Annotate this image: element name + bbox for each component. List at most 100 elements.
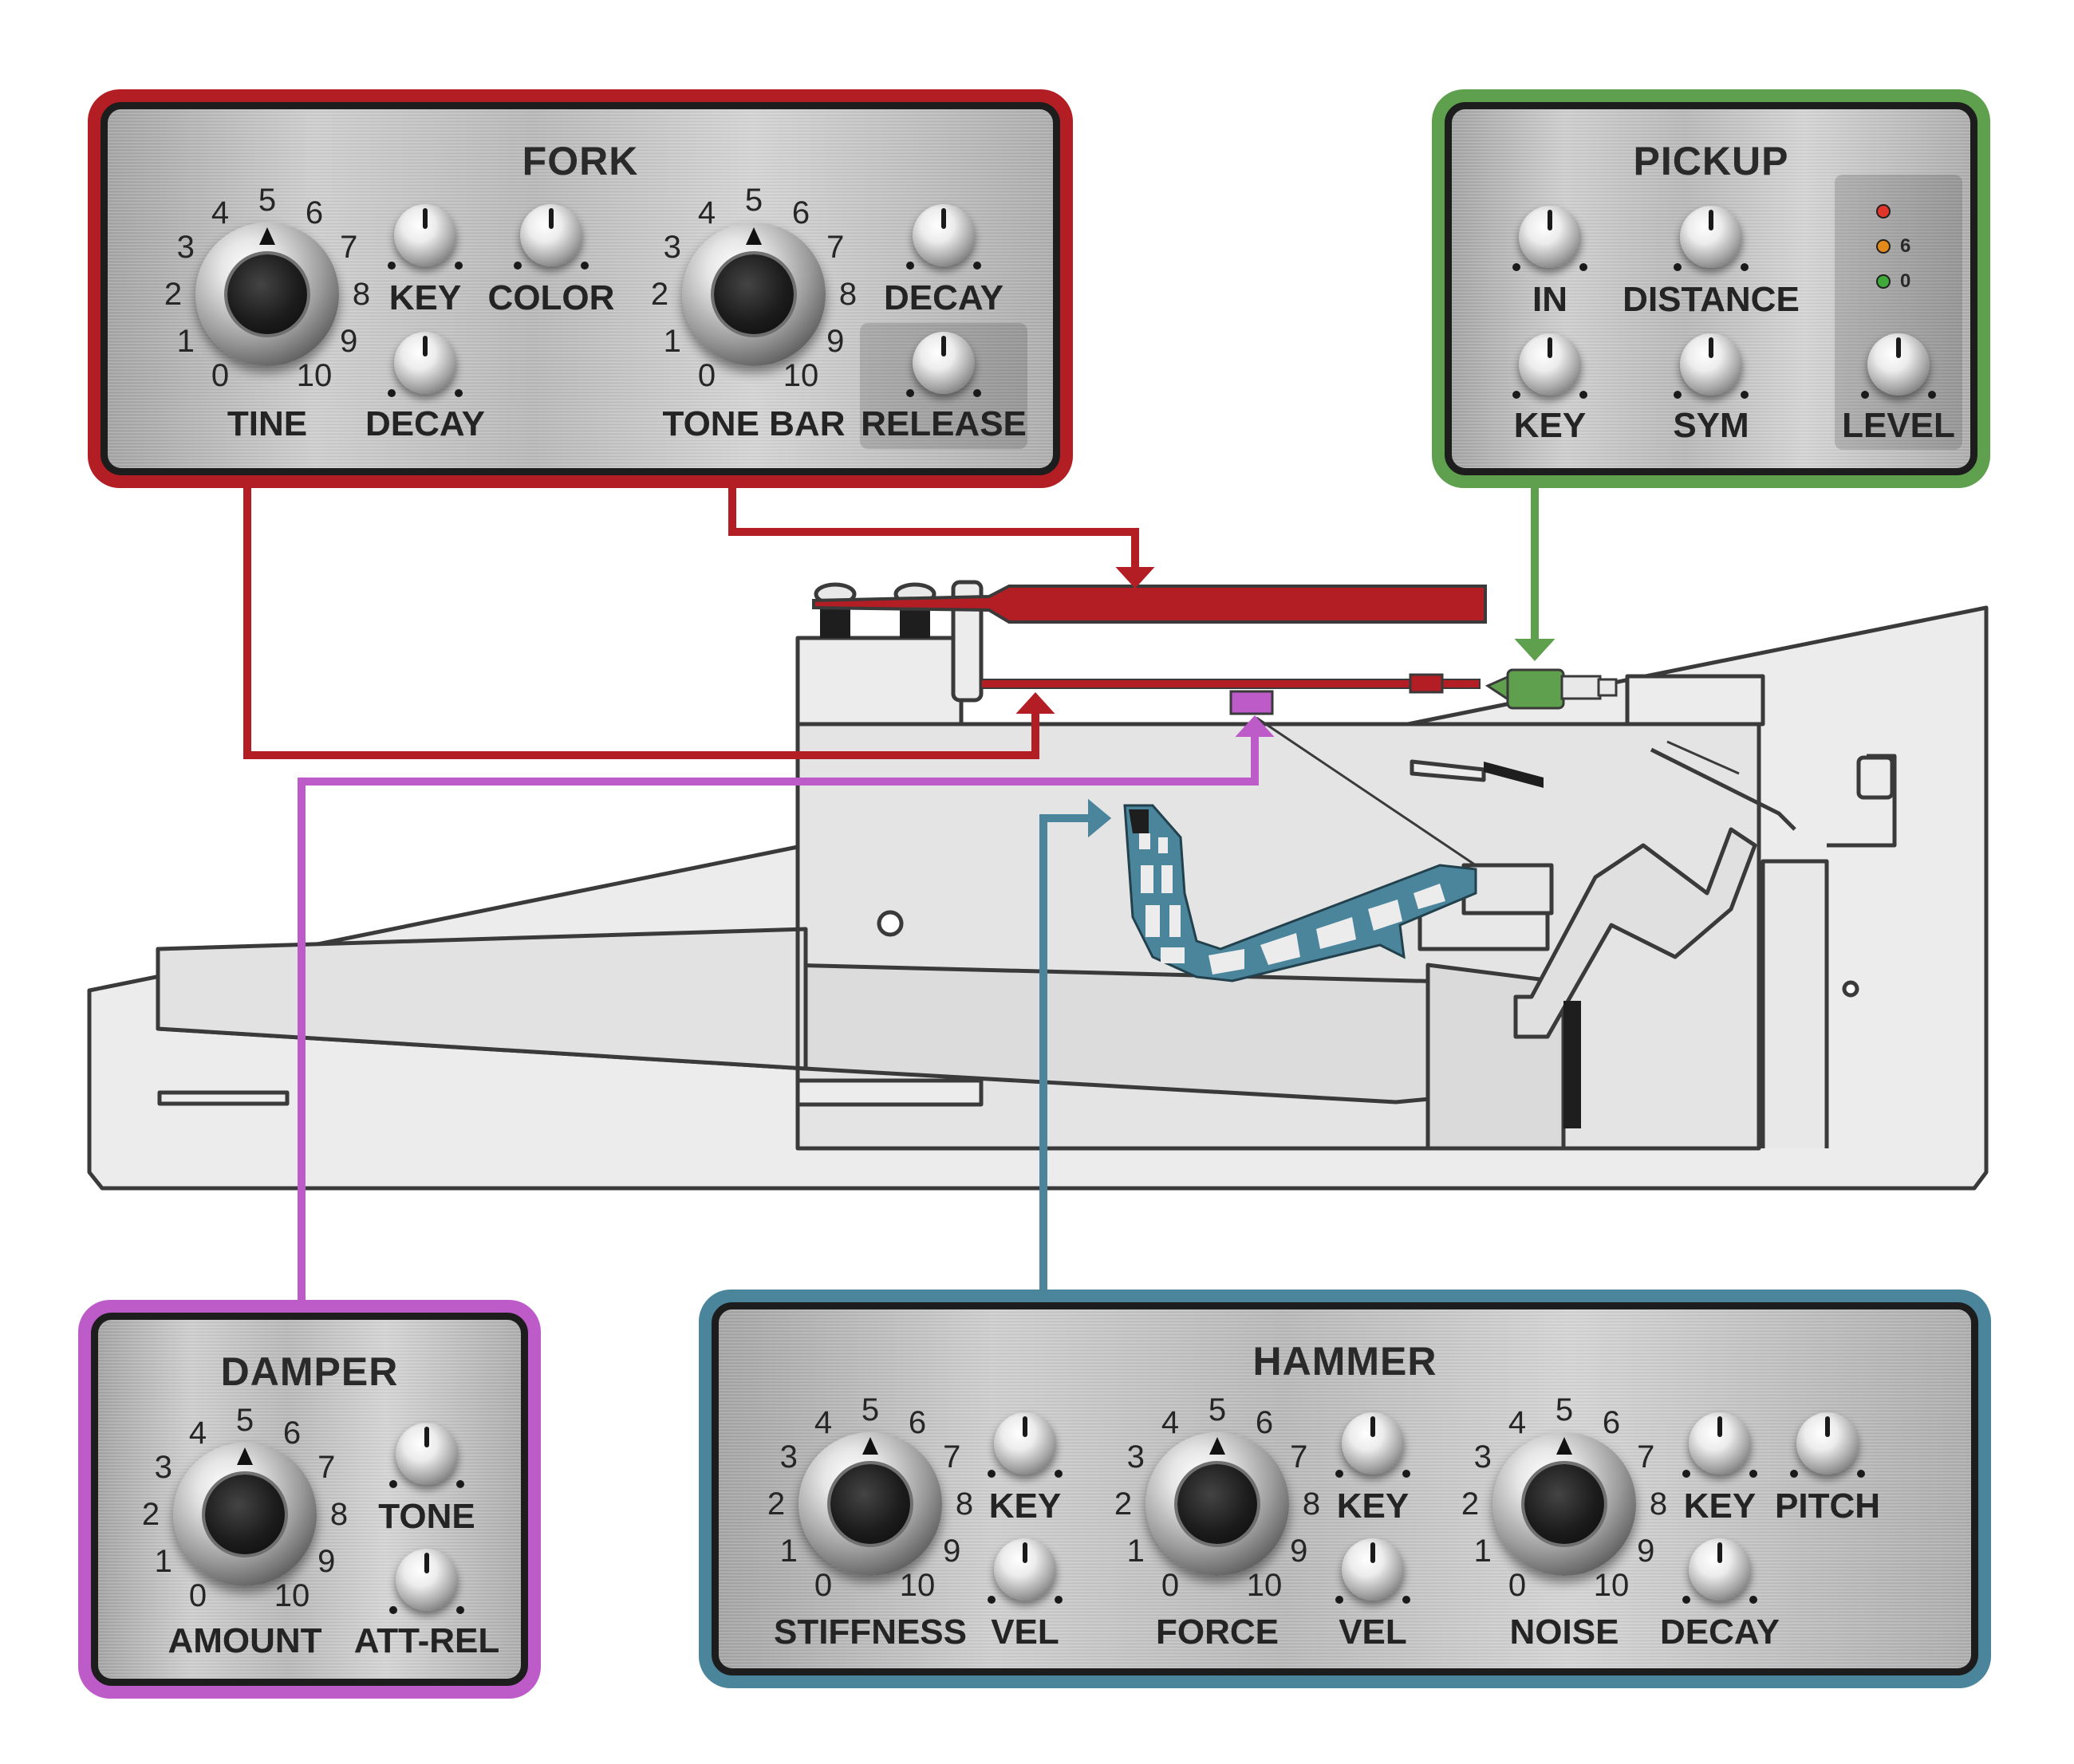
scale-number: 10 [1593, 1568, 1630, 1604]
scale-number: 9 [1637, 1534, 1655, 1569]
force-vel-knob[interactable] [1335, 1538, 1410, 1604]
pickup-icon [1485, 668, 1618, 710]
scale-number: 5 [258, 183, 277, 218]
stiffness-label: STIFFNESS [773, 1612, 968, 1652]
hammer-icon [1123, 804, 1477, 982]
release-knob[interactable] [906, 332, 981, 397]
scale-number: 2 [767, 1486, 786, 1522]
scale-number: 0 [814, 1568, 833, 1604]
fork-key-label: KEY [388, 278, 462, 317]
pickup-level-knob[interactable] [1861, 333, 1936, 399]
scale-number: 1 [663, 324, 681, 359]
scale-number: 0 [1508, 1568, 1527, 1604]
tone-bar-decay-knob[interactable] [906, 204, 981, 270]
noise-knob[interactable] [1492, 1432, 1636, 1576]
scale-number: 9 [943, 1534, 961, 1569]
scale-number: 10 [296, 358, 333, 394]
level-meter-shade [1835, 175, 1962, 450]
scale-number: 2 [164, 277, 183, 312]
pickup-sym-label: SYM [1673, 406, 1749, 445]
stiffness-vel-knob[interactable] [988, 1538, 1063, 1604]
noise-decay-knob[interactable] [1682, 1538, 1757, 1604]
force-key-knob[interactable] [1335, 1412, 1410, 1478]
pickup-distance-label: DISTANCE [1623, 280, 1800, 319]
scale-number: 6 [282, 1415, 302, 1451]
scale-number: 10 [274, 1578, 310, 1614]
stiffness-knob[interactable] [798, 1432, 942, 1576]
noise-decay-label: DECAY [1660, 1612, 1780, 1652]
fork-color-label: COLOR [487, 278, 615, 317]
scale-number: 4 [211, 195, 230, 230]
scale-number: 8 [352, 277, 371, 312]
scale-number: 0 [188, 1578, 207, 1614]
scale-number: 8 [838, 277, 858, 312]
scale-number: 6 [908, 1404, 927, 1440]
fork-decay-knob[interactable] [388, 332, 463, 397]
pickup-title: PICKUP [1633, 139, 1789, 183]
pickup-sym-knob[interactable] [1674, 333, 1749, 399]
pickup-distance-knob[interactable] [1674, 206, 1749, 271]
stiffness-vel-label: VEL [991, 1612, 1059, 1652]
scale-number: 9 [317, 1544, 336, 1579]
fork-color-knob[interactable] [514, 204, 589, 270]
damper-tone-knob[interactable] [389, 1423, 464, 1488]
tone-bar-label: TONE BAR [662, 404, 846, 443]
scale-number: 3 [154, 1450, 172, 1485]
pickup-key-knob[interactable] [1512, 333, 1587, 399]
scale-number: 3 [663, 230, 681, 265]
scale-number: 7 [340, 230, 358, 265]
amount-knob[interactable] [173, 1443, 317, 1586]
scale-number: 2 [650, 277, 669, 312]
force-key-label: KEY [1336, 1486, 1410, 1526]
force-knob[interactable] [1145, 1432, 1289, 1576]
tone-bar-knob[interactable] [682, 222, 826, 366]
noise-label: NOISE [1509, 1612, 1619, 1652]
tine-label: TINE [227, 404, 308, 443]
fork-key-knob[interactable] [388, 204, 463, 270]
scale-number: 1 [1473, 1534, 1492, 1569]
scale-number: 7 [317, 1450, 336, 1485]
scale-number: 5 [1208, 1392, 1227, 1427]
force-vel-label: VEL [1339, 1612, 1407, 1652]
hammer-title: HAMMER [1252, 1339, 1437, 1384]
scale-number: 10 [783, 358, 819, 394]
tone-bar-decay-label: DECAY [884, 278, 1003, 317]
scale-number: 8 [1302, 1486, 1321, 1522]
scale-number: 7 [1637, 1439, 1655, 1475]
scale-number: 5 [861, 1392, 880, 1427]
scale-number: 3 [176, 230, 195, 265]
scale-number: 2 [1461, 1486, 1480, 1522]
stiffness-key-knob[interactable] [988, 1412, 1063, 1478]
scale-number: 1 [154, 1544, 172, 1579]
pickup-level-label: LEVEL [1842, 406, 1955, 445]
scale-number: 6 [1255, 1404, 1274, 1440]
scale-number: 10 [1246, 1568, 1283, 1604]
scale-number: 4 [697, 195, 716, 230]
scale-number: 3 [1473, 1439, 1492, 1475]
scale-number: 3 [1126, 1439, 1145, 1475]
att-rel-label: ATT-REL [353, 1621, 500, 1660]
hammer-panel: HAMMER STIFFNESS KEY VEL FORCE KEY VEL N… [699, 1290, 1991, 1688]
release-label: RELEASE [861, 404, 1027, 443]
scale-number: 5 [744, 183, 763, 218]
scale-number: 9 [1290, 1534, 1308, 1569]
meter-led-green [1876, 274, 1891, 289]
pitch-label: PITCH [1775, 1486, 1880, 1526]
pickup-panel: PICKUP IN DISTANCE KEY SYM 6 0 LEVEL [1432, 89, 1990, 488]
pickup-key-label: KEY [1513, 406, 1587, 445]
scale-number: 0 [697, 358, 716, 394]
scale-number: 0 [211, 358, 230, 394]
pickup-in-knob[interactable] [1512, 206, 1587, 271]
noise-key-knob[interactable] [1682, 1412, 1757, 1478]
tine-knob[interactable] [195, 222, 339, 366]
scale-number: 7 [943, 1439, 961, 1475]
scale-number: 7 [826, 230, 845, 265]
scale-number: 8 [329, 1497, 349, 1532]
att-rel-knob[interactable] [389, 1549, 464, 1614]
scale-number: 1 [1126, 1534, 1145, 1569]
pitch-knob[interactable] [1790, 1412, 1865, 1478]
scale-number: 1 [176, 324, 195, 359]
noise-key-label: KEY [1683, 1486, 1757, 1526]
